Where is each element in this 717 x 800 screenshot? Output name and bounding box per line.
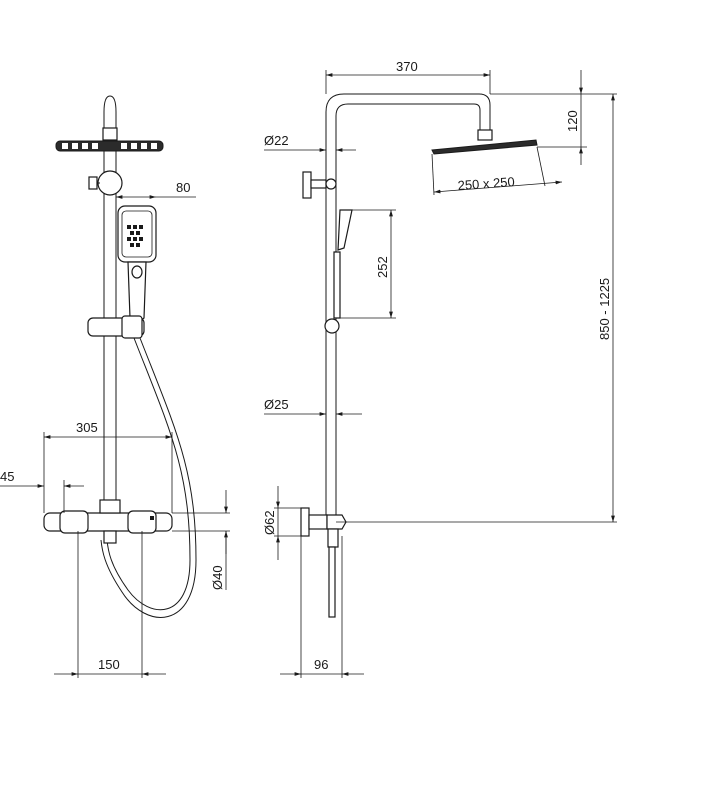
dim-370-label: 370	[396, 59, 418, 74]
dim-250x250-label: 250 x 250	[457, 174, 515, 193]
side-thermostat-body	[300, 507, 347, 618]
side-riser-arm	[325, 93, 493, 520]
dim-850-1225-label: 850 - 1225	[597, 278, 612, 340]
front-shower-head	[55, 127, 164, 152]
dim-d22-label: Ø22	[264, 133, 289, 148]
front-slider-bracket	[87, 315, 145, 339]
dim-d62-label: Ø62	[262, 510, 277, 535]
side-hand-shower	[324, 209, 353, 334]
dim-45-label: 45	[0, 469, 14, 484]
side-shower-head	[431, 139, 538, 155]
side-diverter-knob	[302, 171, 337, 199]
front-diverter-knob	[88, 170, 123, 196]
front-view: 80 305 45 Ø40 150	[0, 95, 230, 678]
side-view: 370 120 Ø22 250 x 250 252 850 - 1225 Ø25	[262, 59, 617, 678]
dim-150-label: 150	[98, 657, 120, 672]
dim-96-label: 96	[314, 657, 328, 672]
dim-d25-label: Ø25	[264, 397, 289, 412]
dim-252-label: 252	[375, 256, 390, 278]
dim-d40-label: Ø40	[210, 565, 225, 590]
front-thermostat-body	[43, 499, 173, 544]
front-hand-shower	[117, 205, 157, 322]
front-hose	[100, 337, 197, 618]
dim-305-label: 305	[76, 420, 98, 435]
dim-120-label: 120	[565, 110, 580, 132]
dim-80-label: 80	[176, 180, 190, 195]
front-riser-pipe	[103, 95, 117, 500]
